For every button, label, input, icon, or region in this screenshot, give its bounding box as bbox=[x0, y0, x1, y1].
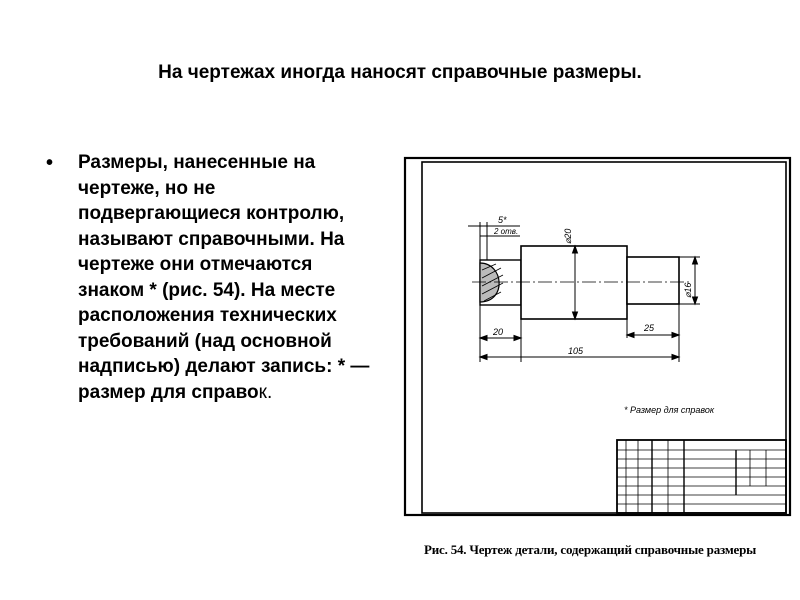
dimension-diameter-20 bbox=[571, 244, 579, 321]
dimension-length-20-label: 20 bbox=[492, 327, 503, 337]
bullet-text: Размеры, нанесенные на чертеже, но не по… bbox=[78, 150, 378, 405]
part-left-section bbox=[479, 259, 522, 306]
bullet-text-end: к. bbox=[258, 381, 273, 403]
part-right-shaft bbox=[626, 256, 680, 305]
dimension-length-25 bbox=[625, 304, 681, 362]
reference-note: * Размер для справок bbox=[624, 405, 715, 415]
title-block bbox=[616, 439, 787, 514]
dimension-length-20 bbox=[478, 305, 523, 362]
technical-drawing: 5* 2 отв. ⌀20 ⌀16 20 25 105 * Размер для… bbox=[403, 156, 792, 517]
drawing-outer-frame bbox=[403, 156, 792, 517]
slide-title: На чертежах иногда наносят справочные ра… bbox=[158, 62, 642, 83]
dimension-diameter-16 bbox=[679, 255, 700, 306]
drawing-inner-frame bbox=[421, 161, 787, 514]
dimension-chamfer-label: 5* bbox=[498, 215, 507, 225]
figure-caption: Рис. 54. Чертеж детали, содержащий справ… bbox=[424, 542, 757, 557]
part-collar bbox=[520, 245, 628, 320]
dimension-length-105-label: 105 bbox=[568, 346, 584, 356]
bullet-marker: • bbox=[46, 152, 54, 174]
dimension-length-105 bbox=[478, 353, 681, 361]
dimension-length-25-label: 25 bbox=[643, 323, 655, 333]
dimension-diameter-16-label: ⌀16 bbox=[683, 283, 693, 298]
bullet-text-main: Размеры, нанесенные на чертеже, но не по… bbox=[78, 152, 370, 403]
holes-note-label: 2 отв. bbox=[493, 227, 518, 236]
dimension-diameter-20-label: ⌀20 bbox=[563, 229, 573, 244]
dimension-chamfer bbox=[468, 222, 520, 260]
